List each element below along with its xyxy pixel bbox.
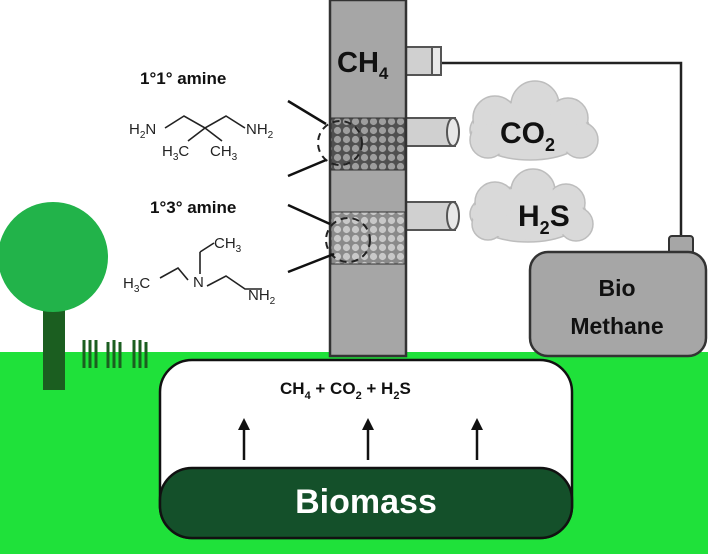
svg-text:NH2: NH2 [246, 121, 274, 141]
gas-mixture-label: CH4 + CO2 + H2S [280, 379, 411, 402]
svg-text:CH3: CH3 [210, 143, 238, 163]
zoom-circle-tertiary [325, 217, 371, 263]
svg-text:H2N: H2N [129, 121, 156, 141]
molecule-tertiary-amine: CH3 H3C N NH2 [123, 235, 276, 307]
zoom-circle-primary [317, 120, 363, 166]
svg-text:CH4: CH4 [337, 47, 389, 83]
methane-pipe-line [440, 61, 683, 238]
tertiary-amine-bed [330, 211, 406, 265]
up-arrow-icon [238, 418, 483, 460]
biomethane-tank [528, 250, 708, 358]
svg-text:N: N [193, 274, 204, 291]
svg-text:H2S: H2S [518, 200, 570, 238]
co2-label: CO [500, 117, 545, 150]
svg-text:CH3: CH3 [214, 235, 242, 255]
tertiary-amine-label: 1°3° amine [150, 198, 236, 217]
svg-text:H3C: H3C [162, 143, 189, 163]
grass-icon [82, 340, 148, 368]
svg-text:CO2: CO2 [500, 117, 555, 155]
h2s-label: H [518, 200, 540, 233]
tank-label-methane: Methane [570, 313, 663, 339]
primary-amine-bed [330, 117, 406, 171]
biomass-layer [158, 466, 574, 540]
tank-label-bio: Bio [598, 275, 635, 301]
tree-crown [0, 202, 108, 312]
molecule-primary-amine: H2N NH2 H3C CH3 [129, 115, 274, 163]
primary-amine-label: 1°1° amine [140, 69, 226, 88]
svg-text:H3C: H3C [123, 275, 150, 295]
svg-text:NH2: NH2 [248, 287, 276, 307]
separation-column [328, 0, 408, 358]
ch4-label: CH [337, 47, 379, 79]
tree-trunk [43, 300, 65, 390]
biomass-label: Biomass [295, 483, 437, 521]
